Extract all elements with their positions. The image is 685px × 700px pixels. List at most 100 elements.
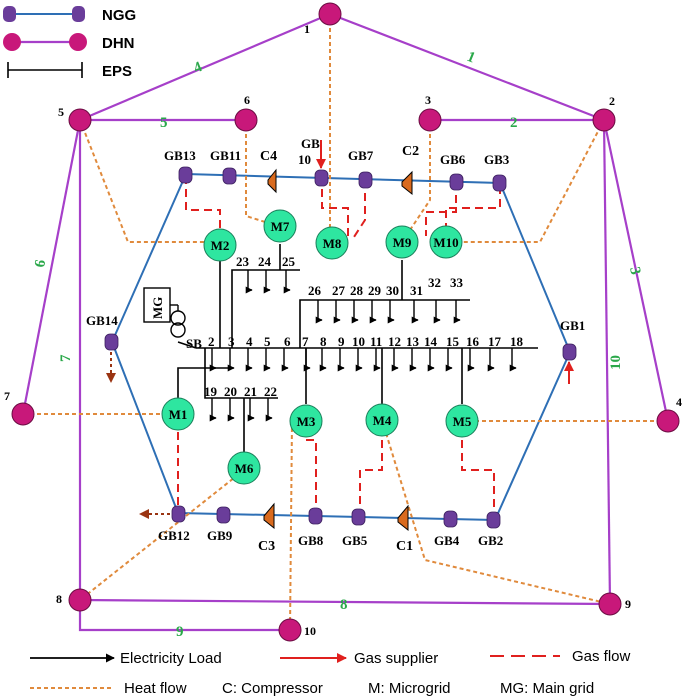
legend-dhn-node-left	[3, 33, 21, 51]
legend-microgrid-note: M: Microgrid	[368, 680, 451, 697]
dhn-node-2	[592, 108, 616, 132]
gas-bus-label-gb10-number: 10	[298, 152, 311, 167]
load-18	[509, 348, 517, 372]
gas-bus-gb5	[351, 508, 366, 526]
gas-bus-gb12	[171, 505, 186, 523]
eps-bus-label: 28	[350, 283, 364, 298]
eps-bus-label: 6	[284, 334, 291, 349]
gas-flow-gb10-m8	[321, 176, 349, 240]
load-22	[265, 398, 273, 422]
eps-bus-label: 15	[446, 334, 460, 349]
microgrid-m4	[365, 403, 399, 437]
load-10	[355, 348, 363, 372]
gas-bus-gb6	[449, 173, 464, 191]
main-grid-block: MG SB	[143, 287, 202, 351]
gas-bus-gb13	[178, 166, 193, 184]
eps-bus-label: 7	[302, 334, 309, 349]
gas-suppliers	[316, 140, 574, 384]
load-33	[453, 300, 461, 324]
gas-bus-gb2	[486, 511, 501, 529]
eps-bus-label: 5	[264, 334, 271, 349]
gas-flows	[177, 176, 501, 512]
microgrid-nodes	[161, 209, 479, 485]
microgrid-m10	[429, 225, 463, 259]
eps-bus-label: 21	[244, 384, 257, 399]
eps-bus-label: 4	[246, 334, 253, 349]
dhn-pipe-10	[602, 119, 612, 605]
dhn-nodes	[11, 2, 680, 642]
dhn-pipe-label-8: 8	[340, 597, 348, 613]
gas-flow-gb6-m9	[425, 182, 457, 236]
load-26	[315, 300, 323, 324]
legend-compressor-note: C: Compressor	[222, 680, 323, 697]
load-31	[411, 300, 419, 324]
eps-bus-label: 16	[466, 334, 480, 349]
eps-bus-label: 23	[236, 254, 250, 269]
load-12	[391, 348, 399, 372]
load-15	[445, 348, 453, 372]
dhn-node-label-5: 5	[58, 105, 64, 119]
dhn-node-9	[598, 592, 622, 616]
gas-bus-label-gb12: GB12	[158, 528, 190, 543]
gas-bus-label-gb9: GB9	[207, 528, 233, 543]
load-32	[433, 300, 441, 324]
eps-bus-label: 32	[428, 275, 441, 290]
load-8	[319, 348, 327, 372]
dhn-pipe-1	[329, 12, 605, 122]
eps-bus-label: 17	[488, 334, 502, 349]
dhn-node-10	[278, 618, 302, 642]
main-grid-label: MG	[150, 297, 165, 319]
heat-flow-m3-10	[289, 420, 293, 631]
microgrid-label-m6: M6	[235, 461, 254, 476]
load-6	[281, 348, 289, 372]
eps-bus-label: 9	[338, 334, 345, 349]
dhn-pipe-label-3: 3	[626, 266, 643, 277]
eps-lateral-19-22	[204, 348, 278, 399]
microgrid-label-m1: M1	[169, 407, 188, 422]
eps-bus-label: 30	[386, 283, 399, 298]
eps-bus-label: 25	[282, 254, 296, 269]
gas-bus-label-gb11: GB11	[210, 148, 241, 163]
load-16	[467, 348, 475, 372]
gas-bus-label-gb3: GB3	[484, 152, 510, 167]
microgrid-labels: M2 M7 M8 M9 M10 M1 M3 M4 M5 M6	[169, 219, 472, 476]
compressor-c4	[267, 168, 277, 194]
dhn-node-5	[68, 108, 92, 132]
dhn-pipe-4	[79, 12, 331, 122]
dhn-pipe-label-1: 1	[465, 49, 478, 67]
dhn-pipe-label-2: 2	[510, 115, 518, 131]
compressor-label-c1: C1	[396, 539, 413, 554]
heat-flow-6-m7	[245, 120, 279, 227]
dhn-pipe-6	[21, 119, 82, 415]
gas-bus-gb10	[314, 169, 329, 187]
eps-bus-label: 31	[410, 283, 423, 298]
dhn-node-6	[234, 108, 258, 132]
dhn-node-labels: 1 2 3 4 5 6 7 8 9 10	[4, 22, 682, 638]
load-2	[209, 348, 217, 372]
gas-bus-label-gb2: GB2	[478, 533, 503, 548]
gas-flow-gb7-m8	[351, 180, 366, 241]
eps-bus-label: 20	[224, 384, 237, 399]
eps-network	[177, 244, 538, 452]
compressor-c3	[263, 502, 275, 530]
load-17	[487, 348, 495, 372]
legend-ngg-label: NGG	[102, 7, 136, 24]
gas-bus-gb14	[104, 333, 119, 351]
gas-flow-m4-gb5	[359, 440, 383, 508]
gas-bus-label-gb7: GB7	[348, 148, 374, 163]
eps-bus-label: 13	[406, 334, 420, 349]
dhn-pipe-label-7: 7	[58, 354, 74, 362]
gas-bus-label-gb5: GB5	[342, 533, 368, 548]
legend-dhn-label: DHN	[102, 35, 135, 52]
legend-top: NGG DHN EPS	[3, 6, 136, 80]
microgrid-m2	[203, 228, 237, 262]
eps-bus-label: 19	[204, 384, 218, 399]
load-25	[283, 270, 291, 294]
microgrid-label-m2: M2	[211, 238, 230, 253]
load-11	[373, 348, 381, 372]
eps-bus-label: 18	[510, 334, 524, 349]
legend-electricity-load-label: Electricity Load	[120, 650, 222, 667]
gas-flow-gb13-m2	[185, 176, 221, 232]
heat-flow-5-m2	[79, 119, 220, 243]
dhn-node-label-10: 10	[304, 624, 316, 638]
